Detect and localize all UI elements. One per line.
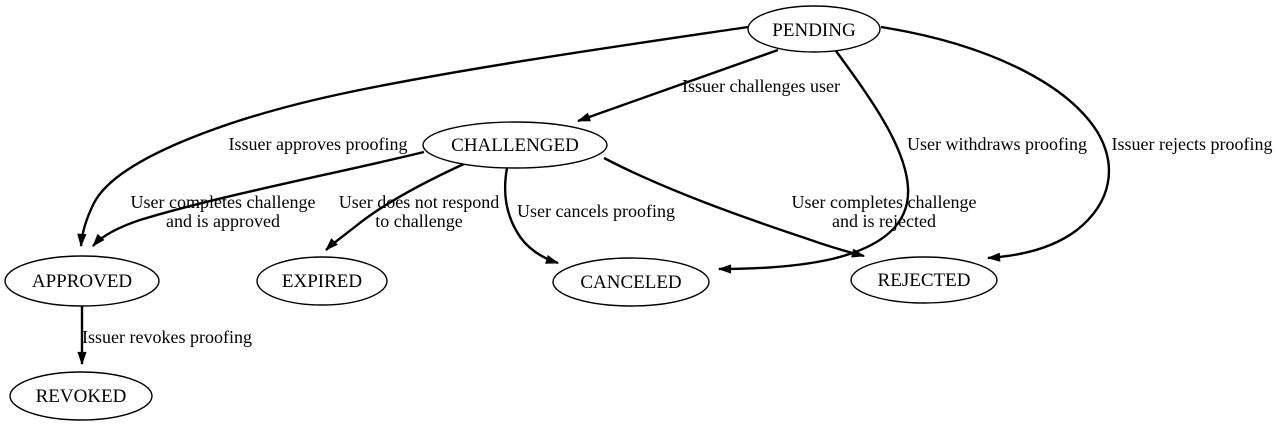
state-node-canceled: CANCELED xyxy=(552,257,710,307)
edge-line xyxy=(77,25,749,248)
state-node-pending: PENDING xyxy=(747,5,881,53)
edge-label-line-1: User completes challenge xyxy=(131,192,316,212)
edge-challenged-canceled: User cancels proofing xyxy=(503,167,675,265)
edge-label-line-2: and is rejected xyxy=(832,211,936,231)
node-ellipse xyxy=(552,257,710,307)
edge-label-line-1: User does not respond xyxy=(339,192,499,212)
edge-line xyxy=(325,161,467,251)
edge-label: Issuer approves proofing xyxy=(229,134,408,154)
edge-line xyxy=(717,50,910,274)
node-label: REVOKED xyxy=(36,386,127,407)
node-label: CHALLENGED xyxy=(451,135,579,156)
edge-challenged-expired: User does not respond to challenge xyxy=(325,161,499,251)
edge-challenged-approved: User completes challenge and is approved xyxy=(92,150,425,247)
state-node-challenged: CHALLENGED xyxy=(422,121,608,169)
node-label: APPROVED xyxy=(32,271,132,292)
edge-line xyxy=(503,167,560,265)
edge-label: Issuer rejects proofing xyxy=(1112,134,1273,154)
edge-pending-canceled: User withdraws proofing xyxy=(717,50,1087,274)
edge-label-line-2: and is approved xyxy=(166,211,280,231)
state-node-rejected: REJECTED xyxy=(850,256,998,304)
edge-line xyxy=(603,156,866,258)
node-ellipse xyxy=(4,255,160,307)
edge-label: Issuer challenges user xyxy=(682,76,840,96)
edge-challenged-rejected: User completes challenge and is rejected xyxy=(603,156,977,258)
node-label: CANCELED xyxy=(580,272,681,293)
edge-label-line-1: User completes challenge xyxy=(792,192,977,212)
edge-line xyxy=(576,48,779,123)
edge-label: User withdraws proofing xyxy=(907,134,1087,154)
edge-line xyxy=(880,25,1111,262)
state-node-expired: EXPIRED xyxy=(256,256,388,306)
edge-pending-challenged: Issuer challenges user xyxy=(576,48,840,123)
edge-label: Issuer revokes proofing xyxy=(82,327,252,347)
edge-pending-rejected: Issuer rejects proofing xyxy=(880,25,1273,262)
node-ellipse xyxy=(422,121,608,169)
node-label: PENDING xyxy=(772,20,856,41)
edge-pending-approved: Issuer approves proofing xyxy=(77,25,749,248)
node-ellipse xyxy=(850,256,998,304)
edge-label-line-2: to challenge xyxy=(375,211,462,231)
edge-approved-revoked: Issuer revokes proofing xyxy=(77,306,252,366)
edge-label: User cancels proofing xyxy=(517,201,675,221)
state-node-revoked: REVOKED xyxy=(9,371,153,421)
node-ellipse xyxy=(9,371,153,421)
state-node-approved: APPROVED xyxy=(4,255,160,307)
node-ellipse xyxy=(747,5,881,53)
node-label: EXPIRED xyxy=(282,271,362,292)
node-ellipse xyxy=(256,256,388,306)
node-label: REJECTED xyxy=(878,270,971,291)
edge-line xyxy=(92,150,425,247)
